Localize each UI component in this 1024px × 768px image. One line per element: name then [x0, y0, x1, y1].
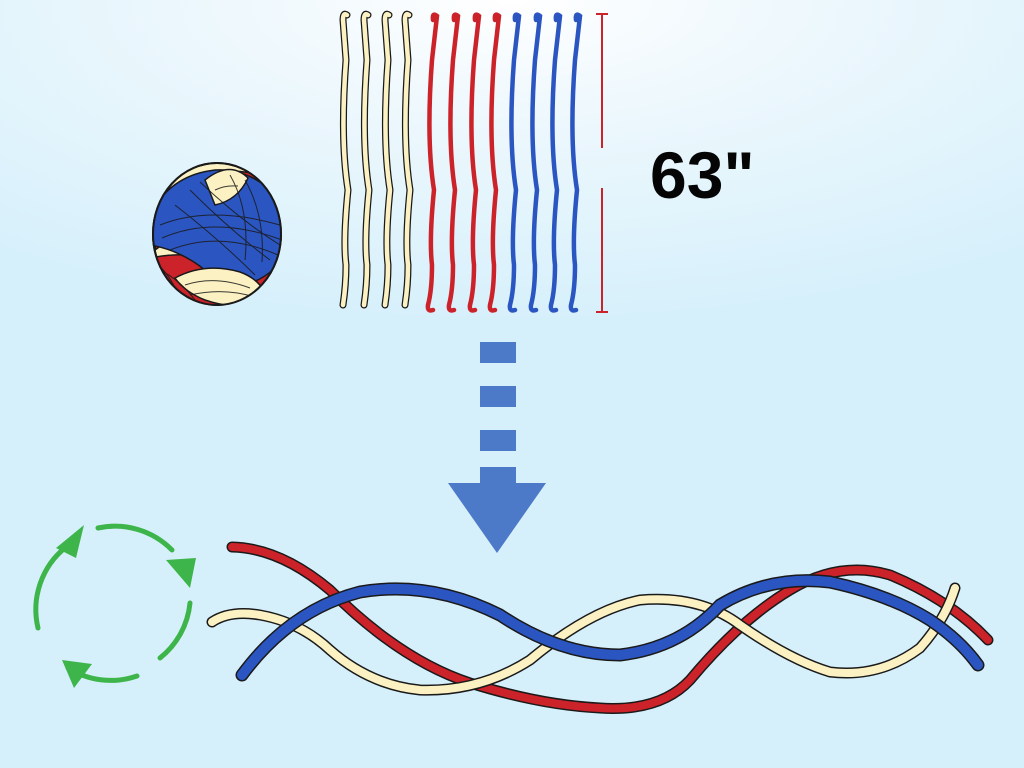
- strand-blue-3: [548, 12, 563, 313]
- yarn-ball-icon: [152, 162, 282, 306]
- blue-strands: [507, 12, 583, 313]
- strand-blue-4: [568, 12, 583, 313]
- strand-red-4: [487, 12, 502, 313]
- cycle-arrows-icon: [33, 523, 196, 688]
- strand-red-1: [425, 12, 440, 313]
- braid-cream-strand: [206, 582, 961, 696]
- braid-red-strand: [226, 541, 994, 714]
- strand-red-2: [446, 12, 461, 313]
- strand-red-3: [467, 12, 482, 313]
- measurement-bracket: [596, 13, 608, 313]
- down-arrow-icon: [448, 342, 546, 553]
- cream-strands: [339, 10, 414, 309]
- red-strands: [425, 12, 502, 313]
- strand-blue-2: [528, 12, 543, 313]
- strand-blue-1: [507, 12, 522, 313]
- braid-blue-strand: [235, 574, 985, 682]
- cut-strands-group: [339, 10, 583, 313]
- measurement-label: 63": [650, 138, 755, 212]
- braided-strands: [206, 541, 994, 714]
